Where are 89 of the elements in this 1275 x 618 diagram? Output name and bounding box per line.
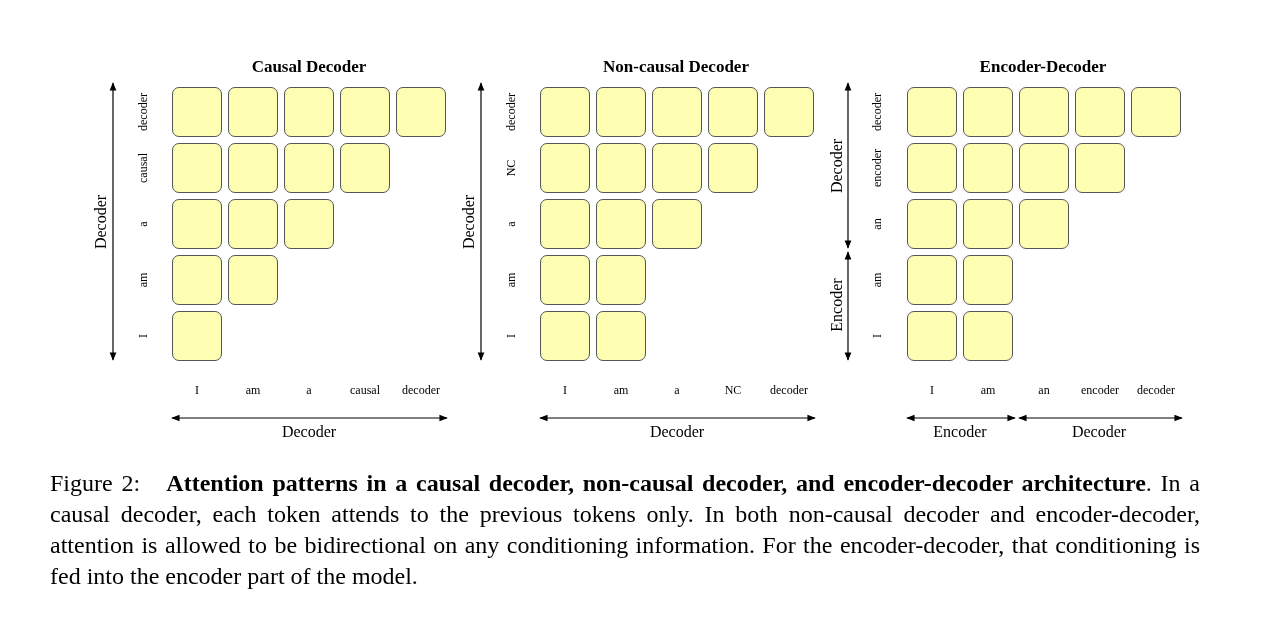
attention-cell	[228, 87, 278, 137]
attention-cell	[396, 87, 446, 137]
token-label: decoder	[871, 93, 883, 131]
attention-cell	[963, 255, 1013, 305]
axis-label: Decoder	[1071, 424, 1127, 440]
axis-label: Decoder	[93, 194, 109, 250]
attention-cell	[340, 143, 390, 193]
axis-label: Decoder	[281, 424, 337, 440]
axis-label: Encoder	[829, 278, 845, 332]
token-label: encoder	[871, 149, 883, 187]
panel-title: Encoder-Decoder	[979, 57, 1107, 75]
attention-cell	[596, 87, 646, 137]
attention-cell	[907, 255, 957, 305]
token-label: I	[563, 384, 567, 396]
token-label: I	[505, 334, 517, 338]
attention-cell	[1131, 87, 1181, 137]
attention-cell	[228, 199, 278, 249]
token-label: am	[613, 384, 629, 396]
token-label: a	[137, 221, 149, 227]
token-label: am	[137, 272, 149, 288]
attention-cell	[228, 143, 278, 193]
token-label: encoder	[1081, 384, 1119, 396]
attention-cell	[764, 87, 814, 137]
attention-cell	[1019, 199, 1069, 249]
token-label: I	[871, 334, 883, 338]
attention-cell	[1075, 87, 1125, 137]
token-label: decoder	[137, 93, 149, 131]
token-label: decoder	[505, 93, 517, 131]
token-label: am	[980, 384, 996, 396]
attention-cell	[963, 143, 1013, 193]
token-label: a	[505, 221, 517, 227]
attention-cell	[708, 143, 758, 193]
token-label: decoder	[770, 384, 808, 396]
attention-cell	[172, 255, 222, 305]
attention-cell	[1019, 143, 1069, 193]
axis-label: Decoder	[461, 194, 477, 250]
figure-caption: Figure 2: Attention patterns in a causal decoder, non-causal decoder, and encoder-decoder architecture. In a causal decoder, each token attends to the previous tokens only. In both non-causal decoder and encoder-decoder, attention is allowed to be bidirectional on any conditioning information. For the encoder-decoder, that conditioning is fed into the encoder part of the model.	[50, 469, 1200, 591]
token-label: NC	[724, 384, 742, 396]
attention-cell	[340, 87, 390, 137]
attention-cell	[652, 143, 702, 193]
panel-title: Non-causal Decoder	[603, 57, 749, 75]
token-label: decoder	[1137, 384, 1175, 396]
token-label: decoder	[402, 384, 440, 396]
attention-cell	[963, 199, 1013, 249]
attention-cell	[540, 255, 590, 305]
attention-cell	[172, 143, 222, 193]
attention-cell	[228, 255, 278, 305]
attention-cell	[172, 199, 222, 249]
attention-cell	[284, 87, 334, 137]
attention-cell	[540, 199, 590, 249]
attention-cell	[652, 199, 702, 249]
attention-cell	[540, 311, 590, 361]
token-label: a	[674, 384, 680, 396]
token-label: am	[245, 384, 261, 396]
attention-cell	[907, 87, 957, 137]
attention-cell	[907, 143, 957, 193]
token-label: am	[505, 272, 517, 288]
attention-cell	[540, 143, 590, 193]
attention-cell	[963, 311, 1013, 361]
attention-cell	[652, 87, 702, 137]
token-label: I	[137, 334, 149, 338]
token-label: a	[306, 384, 312, 396]
attention-cell	[540, 87, 590, 137]
token-label: causal	[137, 153, 149, 183]
attention-cell	[172, 87, 222, 137]
attention-cell	[596, 311, 646, 361]
token-label: an	[1038, 384, 1050, 396]
attention-cell	[1075, 143, 1125, 193]
attention-cell	[172, 311, 222, 361]
axis-label: Decoder	[829, 138, 845, 194]
attention-cell	[596, 255, 646, 305]
attention-cell	[596, 199, 646, 249]
attention-cell	[1019, 87, 1069, 137]
token-label: am	[871, 272, 883, 288]
attention-cell	[284, 143, 334, 193]
attention-cell	[907, 311, 957, 361]
panel-title: Causal Decoder	[251, 57, 367, 75]
token-label: causal	[350, 384, 380, 396]
attention-cell	[963, 87, 1013, 137]
attention-cell	[907, 199, 957, 249]
attention-cell	[596, 143, 646, 193]
token-label: NC	[505, 159, 517, 177]
attention-cell	[708, 87, 758, 137]
token-label: I	[195, 384, 199, 396]
axis-label: Decoder	[649, 424, 705, 440]
token-label: an	[871, 218, 883, 230]
token-label: I	[930, 384, 934, 396]
axis-label: Encoder	[933, 424, 987, 440]
attention-cell	[284, 199, 334, 249]
